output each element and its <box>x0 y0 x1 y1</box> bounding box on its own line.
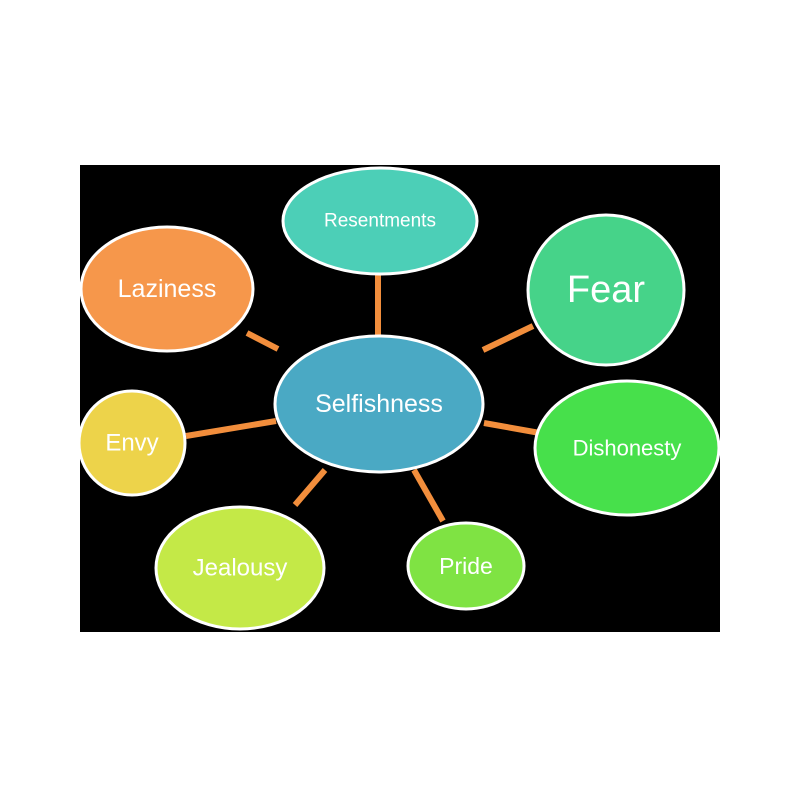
node-pride-label: Pride <box>439 553 493 579</box>
node-laziness: Laziness <box>79 225 255 353</box>
node-resentments-label: Resentments <box>324 211 436 232</box>
node-selfishness-label: Selfishness <box>315 390 443 418</box>
node-fear: Fear <box>526 213 686 367</box>
node-fear-bubble <box>526 213 686 367</box>
connector-dishonesty <box>483 420 541 436</box>
node-selfishness-bubble <box>273 334 485 474</box>
node-jealousy-label: Jealousy <box>193 555 288 582</box>
node-pride-bubble <box>406 521 526 611</box>
node-dishonesty-label: Dishonesty <box>573 436 682 461</box>
node-laziness-label: Laziness <box>118 275 217 303</box>
node-jealousy-bubble <box>154 505 326 631</box>
node-laziness-bubble <box>79 225 255 353</box>
node-dishonesty-bubble <box>533 379 721 517</box>
node-envy: Envy <box>77 389 187 497</box>
node-resentments: Resentments <box>281 166 479 276</box>
connector-envy <box>185 418 277 439</box>
node-fear-label: Fear <box>567 269 645 311</box>
node-selfishness: Selfishness <box>273 334 485 474</box>
connector-pride <box>411 468 446 523</box>
connector-fear <box>481 323 535 353</box>
node-envy-label: Envy <box>105 430 158 457</box>
node-dishonesty: Dishonesty <box>533 379 721 517</box>
node-resentments-bubble <box>281 166 479 276</box>
connector-jealousy <box>292 468 328 507</box>
node-jealousy: Jealousy <box>154 505 326 631</box>
node-envy-bubble <box>77 389 187 497</box>
node-pride: Pride <box>406 521 526 611</box>
connectors <box>185 275 541 523</box>
connector-laziness <box>245 330 280 352</box>
